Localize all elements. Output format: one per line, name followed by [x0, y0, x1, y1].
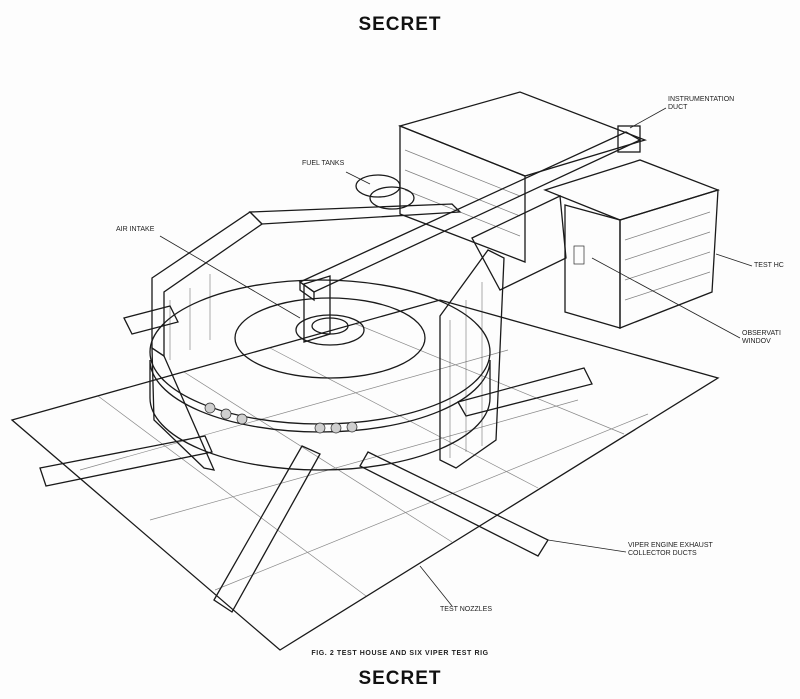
screen-wall-northwest: [151, 211, 264, 358]
exhaust-arm-west: [39, 435, 213, 487]
callout-exhaust-collector-ducts: VIPER ENGINE EXHAUST COLLECTOR DUCTS: [628, 542, 713, 557]
rig-base-ring: [149, 359, 491, 471]
instrumentation-duct: [298, 125, 642, 343]
house-wall-left: [399, 125, 526, 263]
callout-fuel-tanks: FUEL TANKS: [302, 160, 345, 167]
screen-wall-north: [248, 203, 462, 225]
test-house-building: [397, 91, 720, 329]
exhaust-arm-east: [457, 367, 593, 417]
exhaust-arm-northwest: [123, 305, 179, 335]
figure-caption: FIG. 2 TEST HOUSE AND SIX VIPER TEST RIG: [311, 650, 489, 657]
test-nozzle-row: [204, 402, 358, 434]
house-wall-right: [619, 189, 719, 329]
wall-panel-ribs: [169, 274, 483, 458]
screen-wall-east: [439, 249, 505, 469]
exhaust-arm-southwest: [213, 445, 321, 613]
callout-observation-window: OBSERVATI WINDOV: [742, 330, 781, 345]
callout-instrumentation-duct: INSTRUMENTATION DUCT: [668, 96, 735, 111]
screen-walls: [151, 195, 567, 471]
callout-air-intake: AIR INTAKE: [116, 226, 155, 233]
ground-slab: [10, 299, 720, 651]
test-rig-drum: [149, 279, 491, 471]
callout-test-house: TEST HC: [754, 262, 784, 269]
rig-inner-disc: [234, 297, 426, 379]
observation-window-opening: [573, 245, 585, 265]
house-roof-lower: [543, 159, 720, 221]
classification-stamp-bottom: SECRET: [358, 668, 442, 689]
callout-test-nozzles: TEST NOZZLES: [440, 606, 492, 613]
exhaust-arm-southeast: [359, 451, 549, 557]
brick-texture: [404, 149, 711, 301]
fuel-tanks: [355, 174, 415, 210]
callout-leaders: [159, 107, 753, 607]
house-wall-front: [564, 204, 621, 329]
screen-wall-west: [151, 346, 216, 471]
exhaust-collector-ducts: [39, 305, 593, 613]
screen-wall-northeast: [471, 195, 567, 291]
house-roof-upper: [397, 91, 648, 177]
air-intake-ring: [295, 314, 365, 346]
air-intake-bore: [311, 317, 349, 335]
classification-stamp-top: SECRET: [358, 14, 442, 35]
